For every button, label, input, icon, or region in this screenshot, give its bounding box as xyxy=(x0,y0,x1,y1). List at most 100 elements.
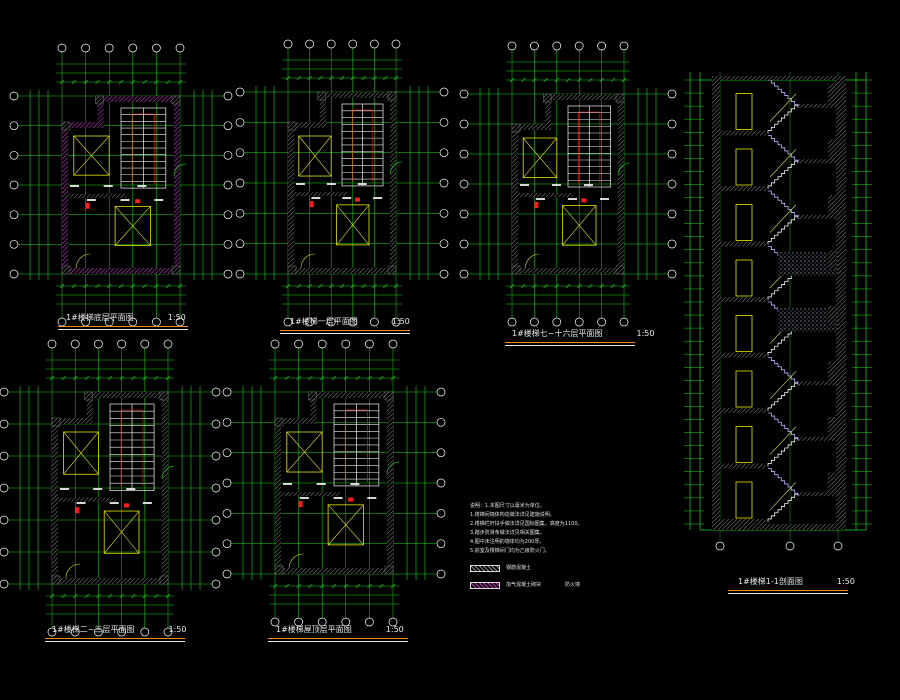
text-mark xyxy=(93,488,103,490)
dimension-tick xyxy=(565,77,571,83)
legend-label: 钢筋混凝土 xyxy=(506,565,532,571)
column xyxy=(287,121,297,131)
wall-segment xyxy=(52,578,168,584)
section-stair-flight xyxy=(768,135,799,164)
dimension-tick xyxy=(343,583,349,589)
wall-segment xyxy=(103,96,180,102)
dimension-tick xyxy=(621,283,627,289)
section-slab xyxy=(712,524,846,530)
axis-bubble-icon xyxy=(341,617,351,627)
axis-bubble-icon xyxy=(235,148,245,158)
floor-slab xyxy=(720,186,766,191)
column xyxy=(159,391,169,401)
red-marker xyxy=(135,199,141,204)
text-mark xyxy=(142,502,152,504)
floor-slab xyxy=(720,408,766,413)
axis-bubble-icon xyxy=(436,539,446,549)
axis-bubble-icon xyxy=(388,339,398,349)
columns xyxy=(287,91,397,275)
dimension-tick xyxy=(272,583,278,589)
dimension-tick xyxy=(71,79,77,85)
dimension-tick xyxy=(343,375,349,381)
axis-bubble-icon xyxy=(715,541,725,551)
dimension-tick xyxy=(543,283,548,289)
red-marker xyxy=(309,201,314,208)
roof-slab xyxy=(712,76,846,80)
title-underline-thin xyxy=(505,345,635,346)
red-marker xyxy=(348,497,354,502)
note-line: 说明：1.本图尺寸以毫米为单位。 xyxy=(470,503,545,509)
axis-bubble-icon xyxy=(667,179,677,189)
landing-slab xyxy=(798,381,836,386)
axis-bubble-icon xyxy=(0,419,9,429)
axis-bubble-icon xyxy=(235,87,245,97)
column xyxy=(543,93,552,103)
axis-bubble-icon xyxy=(439,269,449,279)
dimension-tick xyxy=(177,79,183,85)
axis-bubble-icon xyxy=(667,149,677,159)
axis-bubble-icon xyxy=(348,317,358,327)
dimension-tick xyxy=(565,283,571,289)
axis-bubble-icon xyxy=(0,387,9,397)
column xyxy=(51,417,61,427)
wall-segment xyxy=(512,193,574,197)
dimension-tick xyxy=(554,77,560,83)
handrail xyxy=(769,204,797,233)
title-underline xyxy=(505,342,635,343)
view-title: 1#楼梯底层平面图 xyxy=(66,313,134,322)
dimension-tick xyxy=(361,75,366,81)
elevator-cross xyxy=(298,135,332,177)
column xyxy=(84,391,93,401)
dimension-tick xyxy=(83,79,88,85)
floor-slab xyxy=(720,463,766,469)
axis-bubble-icon xyxy=(9,91,19,101)
elevator-cross xyxy=(562,205,597,246)
section-stair-flight xyxy=(767,216,798,245)
dimension-tick xyxy=(285,283,291,289)
axis-bubble-icon xyxy=(222,539,232,549)
landing-slab xyxy=(798,436,836,441)
dimension-tick xyxy=(588,77,593,83)
stair-direction-arrow-icon xyxy=(120,409,144,487)
axis-bubble-icon xyxy=(222,508,232,518)
view-title: 1#楼梯七~十六层平面图 xyxy=(512,329,603,338)
section-column xyxy=(828,361,836,382)
elevator-outline xyxy=(522,137,558,178)
wall-segment xyxy=(275,568,393,574)
wall-segment xyxy=(174,96,180,274)
axis-bubble-icon xyxy=(388,617,398,627)
axis-bubble-icon xyxy=(70,627,80,637)
axis-bubble-icon xyxy=(140,339,150,349)
text-mark xyxy=(126,488,136,490)
section-fill-panel xyxy=(778,308,838,332)
wall-segment xyxy=(512,268,624,274)
stair-direction-arrow-icon xyxy=(344,409,368,482)
door-swing-icon xyxy=(288,553,304,569)
view-scale: 1:50 xyxy=(385,625,404,634)
stair-direction-arrow-icon xyxy=(578,111,601,183)
wall-segment xyxy=(316,392,393,398)
axis-bubble-icon xyxy=(94,339,103,349)
section-column xyxy=(828,195,836,215)
section-stair-flight xyxy=(768,190,799,219)
handrail xyxy=(769,93,797,122)
axis-bubble-icon xyxy=(667,239,677,249)
stair-flight xyxy=(120,107,167,189)
column xyxy=(308,391,317,401)
dimension-tick xyxy=(520,77,526,83)
text-mark xyxy=(311,197,321,199)
dimension-tick xyxy=(307,75,312,81)
dimension-tick xyxy=(49,593,55,599)
section-stair-flight xyxy=(768,468,799,497)
dimension-tick xyxy=(296,583,301,589)
dimension-tick xyxy=(72,593,78,599)
elevator-shaft xyxy=(298,135,370,246)
section-wall xyxy=(836,80,846,524)
red-marker xyxy=(123,503,129,508)
text-mark xyxy=(520,184,529,186)
dimension-tick xyxy=(378,583,384,589)
axis-bubble-icon xyxy=(365,617,374,627)
dimension-tick xyxy=(296,283,302,289)
dimension-tick xyxy=(106,283,112,289)
